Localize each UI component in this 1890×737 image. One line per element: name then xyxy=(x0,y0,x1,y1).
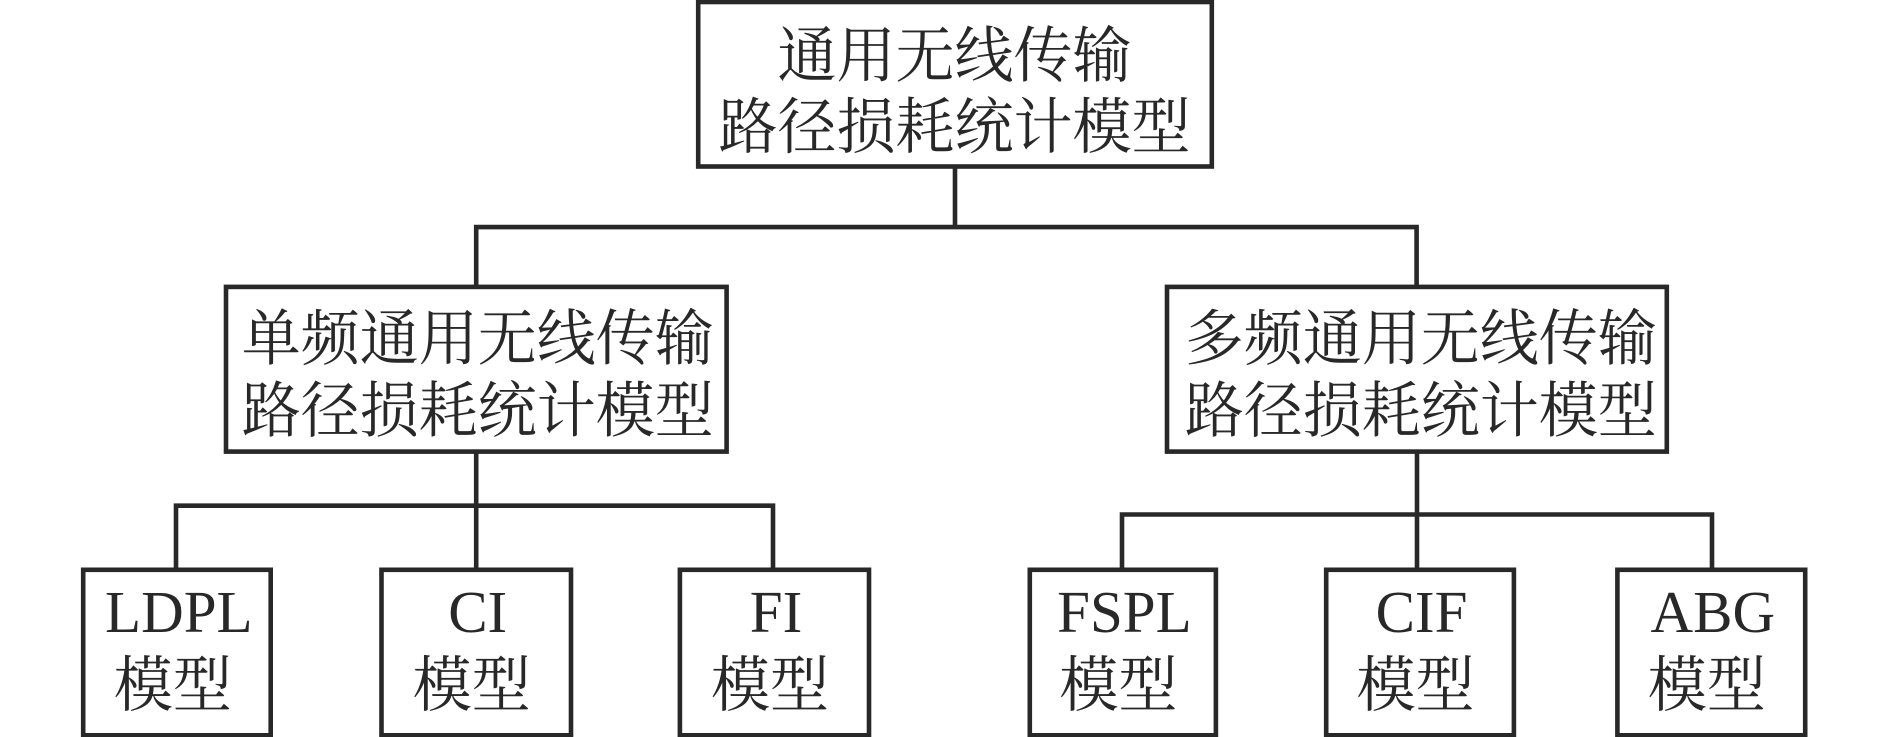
svg-text:LDPL: LDPL xyxy=(105,579,253,645)
svg-text:CIF: CIF xyxy=(1376,579,1468,645)
svg-text:ABG: ABG xyxy=(1651,579,1776,645)
svg-text:CI: CI xyxy=(448,579,507,645)
svg-text:FI: FI xyxy=(750,579,802,645)
svg-text:FSPL: FSPL xyxy=(1057,579,1191,645)
